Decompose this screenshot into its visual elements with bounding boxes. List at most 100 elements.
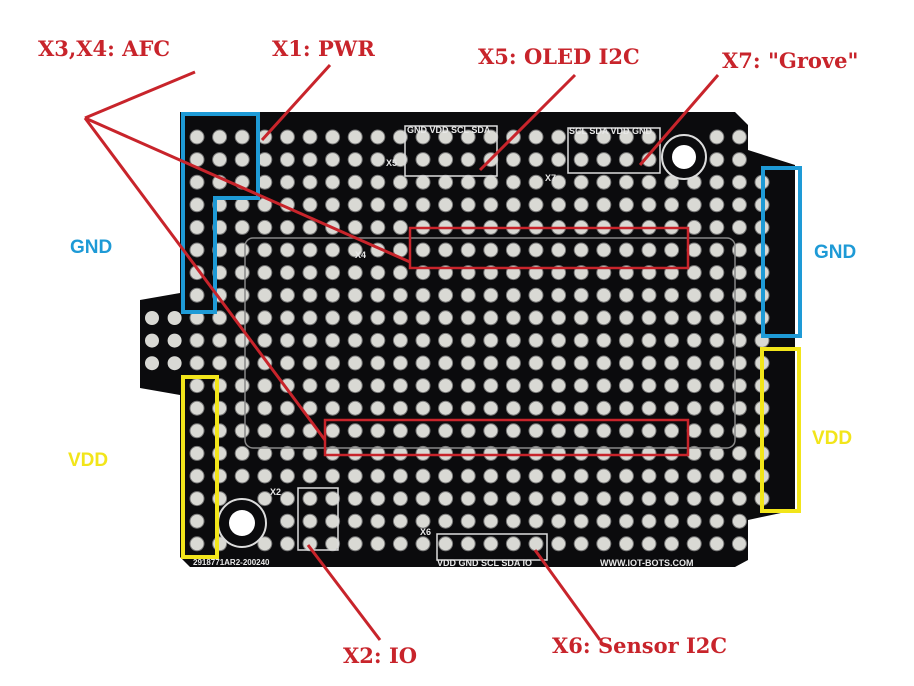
pcb-hole (302, 468, 318, 484)
pcb-hole (370, 513, 386, 529)
pcb-hole (212, 129, 228, 145)
pcb-hole (505, 242, 521, 258)
pcb-hole (528, 152, 544, 168)
pcb-hole (551, 445, 567, 461)
pcb-hole (145, 311, 159, 325)
pcb-hole (664, 355, 680, 371)
pcb-hole (392, 378, 408, 394)
pcb-hole (551, 491, 567, 507)
pcb-hole (528, 423, 544, 439)
pcb-hole (279, 310, 295, 326)
mounting-hole-center (229, 510, 255, 536)
pcb-hole (483, 310, 499, 326)
pcb-hole (370, 219, 386, 235)
pcb-hole (596, 287, 612, 303)
pcb-hole (686, 310, 702, 326)
pcb-hole (279, 287, 295, 303)
pcb-hole (279, 265, 295, 281)
pcb-hole (257, 219, 273, 235)
pcb-hole (392, 445, 408, 461)
pcb-hole (438, 423, 454, 439)
pcb-hole (641, 129, 657, 145)
pcb-hole (392, 491, 408, 507)
pcb-hole (189, 423, 205, 439)
io-annotation: X2: IO (343, 643, 418, 668)
pcb-hole (392, 468, 408, 484)
pcb-hole (596, 197, 612, 213)
pcb-hole (279, 400, 295, 416)
pcb-hole (618, 400, 634, 416)
pcb-hole (347, 468, 363, 484)
pcb-hole (347, 219, 363, 235)
pcb-hole (505, 197, 521, 213)
pcb-hole (483, 400, 499, 416)
pcb-hole (573, 197, 589, 213)
pcb-hole (505, 536, 521, 552)
pcb-hole (302, 242, 318, 258)
pcb-hole (189, 468, 205, 484)
pcb-hole (415, 152, 431, 168)
pcb-hole (709, 445, 725, 461)
pcb-hole (460, 513, 476, 529)
pcb-hole (664, 468, 680, 484)
pcb-hole (460, 423, 476, 439)
pcb-hole (573, 491, 589, 507)
pcb-hole (325, 129, 341, 145)
x2-outline (297, 487, 339, 551)
vdd-right-label: VDD (812, 428, 853, 449)
pcb-hole (528, 513, 544, 529)
pcb-hole (392, 400, 408, 416)
pcb-hole (528, 197, 544, 213)
pcb-hole (415, 423, 431, 439)
pcb-hole (709, 197, 725, 213)
pcb-hole (347, 400, 363, 416)
pcb-hole (460, 287, 476, 303)
pcb-hole (573, 400, 589, 416)
pcb-hole (234, 242, 250, 258)
pcb-hole (279, 129, 295, 145)
pcb-hole (596, 174, 612, 190)
pcb-hole (483, 423, 499, 439)
pcb-hole (347, 152, 363, 168)
x4-label: X4 (355, 250, 367, 260)
pcb-hole (145, 333, 159, 348)
mounting-hole-center (672, 145, 696, 169)
pcb-hole (686, 242, 702, 258)
pcb-hole (189, 332, 205, 348)
pcb-hole (664, 242, 680, 258)
pcb-hole (302, 129, 318, 145)
pcb-hole (641, 536, 657, 552)
pcb-hole (709, 265, 725, 281)
pcb-hole (505, 152, 521, 168)
pcb-hole (325, 400, 341, 416)
pcb-hole (415, 513, 431, 529)
pcb-hole (731, 310, 747, 326)
pcb-hole (596, 129, 612, 145)
pcb-hole (618, 197, 634, 213)
pcb-hole (325, 174, 341, 190)
pcb-hole (618, 242, 634, 258)
pcb-hole (596, 513, 612, 529)
pcb-hole (709, 423, 725, 439)
pcb-hole (370, 152, 386, 168)
pcb-hole (573, 536, 589, 552)
pcb-hole (709, 174, 725, 190)
pcb-hole (618, 152, 634, 168)
pcb-hole (212, 310, 228, 326)
pcb-hole (573, 445, 589, 461)
pcb-hole (325, 152, 341, 168)
pcb-hole (596, 355, 612, 371)
pcb-hole (302, 197, 318, 213)
pcb-hole (392, 355, 408, 371)
pcb-hole (234, 400, 250, 416)
pcb-hole (686, 287, 702, 303)
pcb-hole (528, 378, 544, 394)
pcb-hole (325, 536, 341, 552)
pcb-hole (664, 400, 680, 416)
pcb-hole (392, 152, 408, 168)
pcb-hole (347, 378, 363, 394)
pcb-hole (686, 400, 702, 416)
pcb-hole (731, 174, 747, 190)
pcb-hole (279, 355, 295, 371)
pcb-hole (641, 468, 657, 484)
